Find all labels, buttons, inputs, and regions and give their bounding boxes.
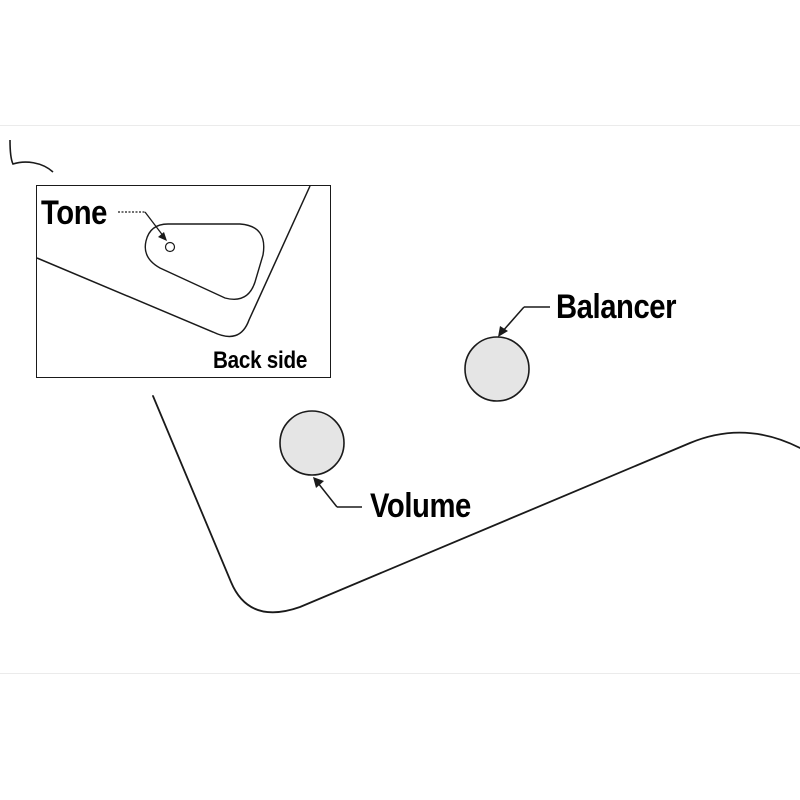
volume-label: Volume (370, 487, 471, 525)
volume-arrowhead (313, 477, 324, 488)
tone-leader-line-diagonal (144, 211, 165, 238)
balancer-leader-line-diagonal (501, 306, 525, 333)
volume-leader-line-diagonal (317, 482, 338, 508)
balancer-label: Balancer (556, 288, 677, 326)
inset-control-cavity (144, 223, 265, 300)
balancer-knob (464, 336, 530, 402)
back-side-inset-frame (36, 185, 331, 378)
balancer-arrowhead (498, 326, 508, 337)
bottom-border-line (0, 673, 800, 674)
horn-edge-curve (9, 139, 54, 173)
top-border-line (0, 125, 800, 126)
volume-knob (279, 410, 345, 476)
tone-label: Tone (41, 194, 107, 232)
inset-tone-hole (164, 241, 176, 253)
back-side-label: Back side (213, 347, 308, 374)
inset-body-edge (36, 185, 311, 338)
body-outline-curve (152, 395, 800, 614)
back-side-inset-drawing (36, 185, 311, 338)
tone-arrowhead (158, 232, 167, 241)
